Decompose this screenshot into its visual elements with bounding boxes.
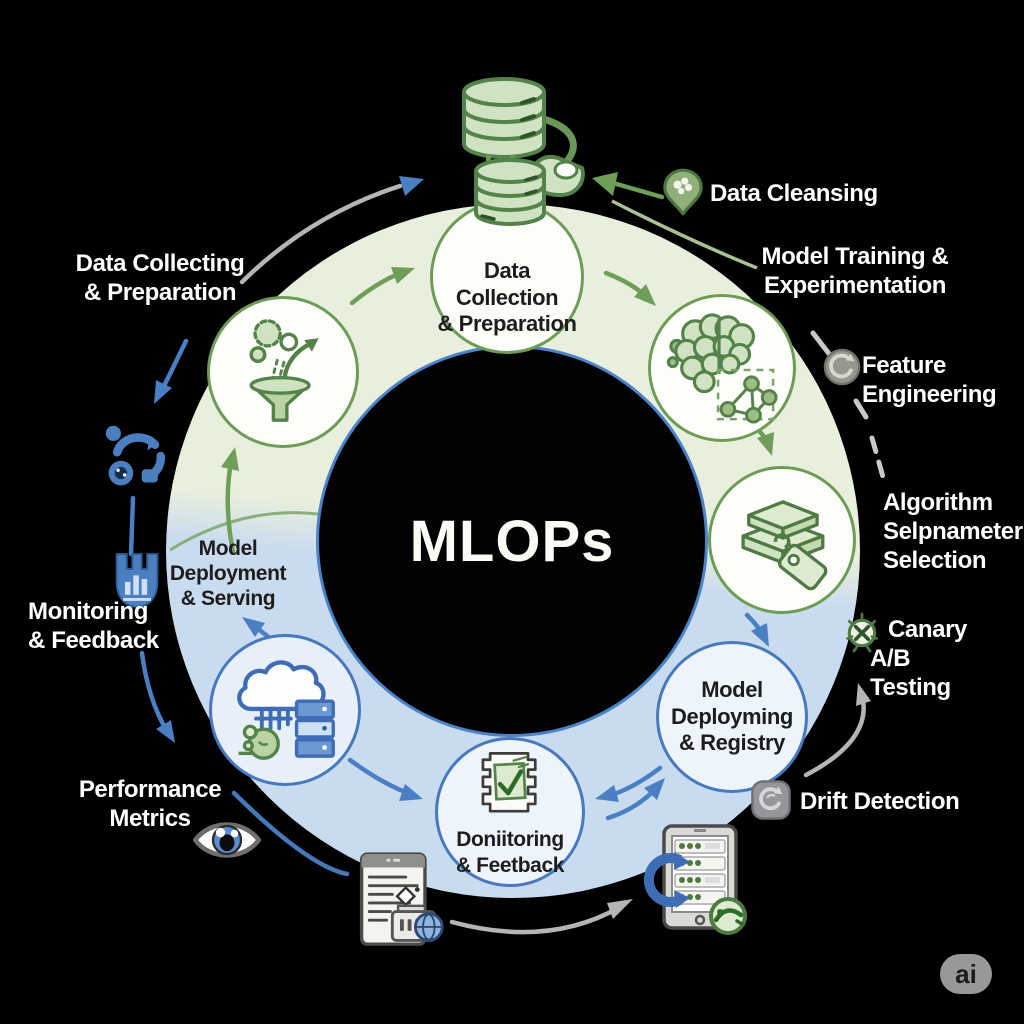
- canary-x-icon: [843, 610, 881, 661]
- node-model-training: [648, 294, 796, 442]
- server-sync-icon: [643, 824, 750, 941]
- diagram-title: MLOPs: [409, 508, 615, 574]
- pipeline-cycle-icon: [100, 422, 174, 497]
- eye-icon: [190, 812, 264, 873]
- node-donitoring-label: Doniitoring & Feetback: [455, 828, 565, 877]
- label-algorithm-selection: Algorithm Selpnameter Selection: [883, 489, 1023, 574]
- ring-text-model-deployment-serving: Model Deployment & Serving: [169, 537, 287, 611]
- database-scoop-icon: [440, 76, 600, 216]
- blue-arrowhead-top: [399, 176, 424, 196]
- node-deployming-label: Model Deployming & Registry: [671, 677, 793, 756]
- label-monitoring-feedback: Monitoring & Feedback: [28, 598, 159, 654]
- label-feature-engineering: Feature Engineering: [862, 352, 997, 408]
- node-algorithm-selection: [708, 466, 856, 614]
- label-canary-ab-testing: Canary A/B Testing: [870, 616, 967, 701]
- database-small-icon: [468, 158, 552, 235]
- node-model-serving: [209, 634, 361, 786]
- boxes-tag-icon: [726, 483, 838, 598]
- node-data-filter: [207, 296, 359, 448]
- center-circle: MLOPs: [316, 345, 708, 737]
- checklist-icon: [468, 748, 552, 827]
- label-model-training: Model Training & Experimentation: [761, 243, 949, 299]
- node-data-collection-label: Data Collection & Preparation: [437, 258, 577, 337]
- label-data-cleansing: Data Cleansing: [710, 180, 878, 207]
- brain-network-icon: [663, 307, 781, 434]
- cloud-servers-icon: [227, 653, 343, 768]
- chart-holder-icon: [112, 550, 162, 615]
- label-drift-detection: Drift Detection: [800, 788, 960, 815]
- label-data-collecting: Data Collecting & Preparation: [75, 250, 245, 306]
- label-performance-metrics: Performance Metrics: [78, 776, 222, 832]
- data-cleansing-pin-icon: [663, 167, 703, 222]
- node-data-collection: Data Collection & Preparation: [430, 200, 584, 354]
- feature-refresh-icon: [823, 348, 861, 391]
- ai-watermark-badge: ai: [940, 954, 992, 994]
- node-model-deployming-registry: Model Deployming & Registry: [656, 641, 808, 793]
- report-document-icon: [352, 852, 448, 957]
- node-donitoring-feetback: Doniitoring & Feetback: [435, 737, 585, 887]
- funnel-icon: [229, 314, 337, 431]
- drift-refresh-icon: [750, 779, 792, 826]
